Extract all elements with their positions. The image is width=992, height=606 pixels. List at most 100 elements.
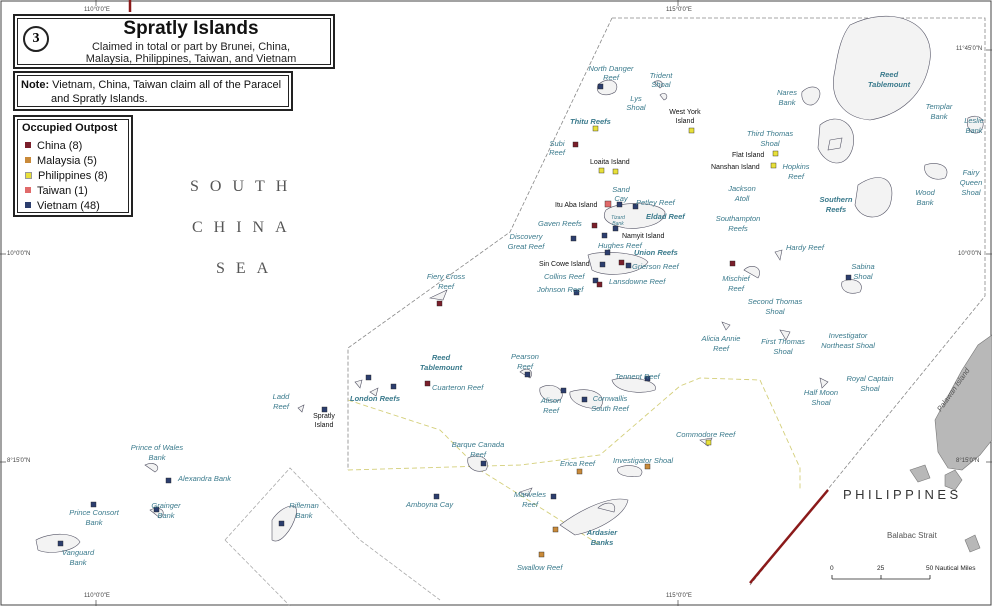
legend-swatch-malaysia bbox=[25, 157, 31, 164]
label-namyit-island: Namyit Island bbox=[622, 233, 665, 240]
label-tennent-reef: Tennent Reef bbox=[615, 372, 660, 381]
label-union-reefs: Union Reefs bbox=[634, 248, 678, 257]
label-flat-island: Flat Island bbox=[732, 152, 765, 159]
legend-swatch-philippines bbox=[25, 171, 32, 179]
label-eldad-reef: Eldad Reef bbox=[646, 212, 685, 221]
note-line-1: Vietnam, China, Taiwan claim all of the … bbox=[49, 79, 282, 91]
label-nares-bank: Nares Bank bbox=[776, 88, 797, 107]
coord-lon-115-top: 115°0'0"E bbox=[666, 7, 692, 13]
label-commodore-reef: Commodore Reef bbox=[676, 430, 736, 439]
label-jackson-atoll: Jackson Atoll bbox=[728, 184, 756, 203]
legend-item-philippines: Philippines (8) bbox=[25, 169, 108, 183]
label-balabac-strait: Balabac Strait bbox=[887, 531, 937, 540]
scale-label-mid: 25 bbox=[877, 565, 885, 572]
legend-swatch-vietnam bbox=[25, 202, 31, 209]
label-hughes-reef: Hughes Reef bbox=[598, 241, 642, 250]
label-sin-cowe-island: Sin Cowe Island bbox=[539, 261, 590, 268]
note-label: Note: bbox=[21, 79, 50, 91]
label-amboyna-cay: Amboyna Cay bbox=[406, 500, 454, 509]
legend-label-vietnam: Vietnam (48) bbox=[37, 200, 100, 212]
label-vanguard-bank: Vanguard Bank bbox=[61, 548, 95, 567]
label-sabina-shoal: Sabina Shoal bbox=[851, 262, 875, 281]
label-alexandra-bank: Alexandra Bank bbox=[178, 474, 231, 483]
coord-lat-815-left: 8°15'0"N bbox=[7, 458, 31, 464]
label-reed-tablemount-w: Reed Tablemount bbox=[419, 353, 463, 372]
label-investigator-ne-shoal: Investigator Northeast Shoal bbox=[821, 331, 875, 350]
legend-item-malaysia: Malaysia (5) bbox=[25, 154, 97, 168]
label-loaita-island: Loaita Island bbox=[590, 159, 630, 166]
map-subtitle-line-1: Claimed in total or part by Brunei, Chin… bbox=[91, 41, 291, 53]
label-alison-reef: Alison Reef bbox=[540, 396, 562, 415]
legend-swatch-china bbox=[25, 142, 31, 149]
note-panel: Note: Vietnam, China, Taiwan claim all o… bbox=[13, 71, 293, 111]
legend-panel: Occupied Outpost China (8) Malaysia (5) … bbox=[13, 115, 133, 217]
legend-label-china: China (8) bbox=[37, 140, 83, 152]
label-collins-reef: Collins Reef bbox=[544, 272, 585, 281]
coord-lon-115-bottom: 115°0'0"E bbox=[666, 593, 692, 599]
map-title: Spratly Islands bbox=[123, 18, 259, 39]
scale-label-end: 50 Nautical Miles bbox=[926, 565, 976, 572]
label-templar-bank: Templar Bank bbox=[925, 102, 953, 121]
label-ardasier-banks: Ardasier Banks bbox=[586, 528, 618, 547]
land-palawan bbox=[909, 334, 992, 553]
note-line-2: and Spratly Islands. bbox=[51, 93, 148, 105]
label-west-york-island: West York Island bbox=[669, 109, 701, 125]
coord-lat-10-right: 10°0'0"N bbox=[958, 251, 982, 257]
label-half-moon-shoal: Half Moon Shoal bbox=[803, 388, 839, 407]
label-reed-tablemount-ne: Reed Tablemount bbox=[867, 70, 911, 89]
sea-label-sea: SEA bbox=[216, 260, 280, 277]
label-cuarteron-reef: Cuarteron Reef bbox=[432, 383, 484, 392]
legend-label-malaysia: Malaysia (5) bbox=[37, 155, 97, 167]
label-spratly-island: Spratly Island bbox=[313, 413, 335, 429]
label-grainger-bank: Grainger Bank bbox=[151, 501, 181, 520]
outpost-markers bbox=[57, 83, 852, 558]
label-ladd-reef: Ladd Reef bbox=[272, 392, 290, 411]
map-subtitle-line-2: Malaysia, Philippines, Taiwan, and Vietn… bbox=[85, 53, 297, 65]
label-second-thomas-shoal: Second Thomas Shoal bbox=[747, 297, 803, 316]
label-lansdowne-reef: Lansdowne Reef bbox=[609, 277, 666, 286]
title-panel: 3 Spratly Islands Claimed in total or pa… bbox=[13, 14, 335, 69]
label-itu-aba-island: Itu Aba Island bbox=[555, 202, 598, 209]
label-thitu-reefs: Thitu Reefs bbox=[570, 117, 611, 126]
label-royal-captain-shoal: Royal Captain Shoal bbox=[846, 374, 894, 393]
label-cornwallis-south-reef: Cornwallis South Reef bbox=[591, 394, 629, 413]
legend-label-philippines: Philippines (8) bbox=[38, 170, 108, 182]
label-north-danger-reef: North Danger Reef bbox=[588, 64, 634, 82]
label-lys-shoal: Lys Shoal bbox=[626, 94, 646, 112]
note-panel-frame bbox=[17, 75, 289, 107]
reef-outlines bbox=[35, 15, 984, 553]
legend-panel-frame bbox=[17, 119, 129, 213]
label-tizard-bank: Tizard Bank bbox=[611, 215, 625, 227]
label-hopkins-reef: Hopkins Reef bbox=[782, 162, 810, 181]
label-mariveles-reef: Mariveles Reef bbox=[513, 490, 547, 509]
legend-item-taiwan: Taiwan (1) bbox=[25, 184, 88, 198]
label-barque-canada-reef: Barque Canada Reef bbox=[451, 440, 505, 459]
note-text: Note: Vietnam, China, Taiwan claim all o… bbox=[21, 78, 291, 106]
label-prince-of-wales-bank: Prince of Wales Bank bbox=[130, 443, 184, 462]
label-trident-shoal: Trident Shoal bbox=[649, 71, 673, 89]
label-fiery-cross-reef: Fiery Cross Reef bbox=[426, 272, 466, 291]
label-southampton-reefs: Southampton Reefs bbox=[715, 214, 761, 233]
label-swallow-reef: Swallow Reef bbox=[517, 563, 563, 572]
coord-lat-10-left: 10°0'0"N bbox=[7, 251, 31, 257]
legend-item-vietnam: Vietnam (48) bbox=[25, 199, 100, 213]
label-third-thomas-shoal: Third Thomas Shoal bbox=[746, 129, 794, 148]
legend-item-china: China (8) bbox=[25, 139, 82, 153]
label-sand-cay: Sand Cay bbox=[612, 185, 630, 203]
label-southern-reefs: Southern Reefs bbox=[819, 195, 853, 214]
coord-lon-110-top: 110°0'0"E bbox=[84, 7, 110, 13]
map-number-badge: 3 bbox=[23, 26, 49, 52]
scale-bar bbox=[831, 575, 931, 580]
title-panel-frame bbox=[17, 18, 331, 65]
label-wood-bank: Wood Bank bbox=[915, 188, 935, 207]
label-leslie-bank: Leslie Bank bbox=[964, 116, 984, 135]
sea-label-china: CHINA bbox=[192, 219, 298, 236]
label-discovery-great-reef: Discovery Great Reef bbox=[507, 232, 545, 251]
legend-title: Occupied Outpost bbox=[22, 122, 118, 134]
sea-label-south: SOUTH bbox=[190, 178, 299, 195]
label-london-reefs: London Reefs bbox=[350, 394, 400, 403]
coord-lat-1145-right: 11°45'0"N bbox=[956, 46, 983, 52]
label-grierson-reef: Grierson Reef bbox=[632, 262, 679, 271]
label-philippines: PHILIPPINES bbox=[843, 487, 962, 502]
